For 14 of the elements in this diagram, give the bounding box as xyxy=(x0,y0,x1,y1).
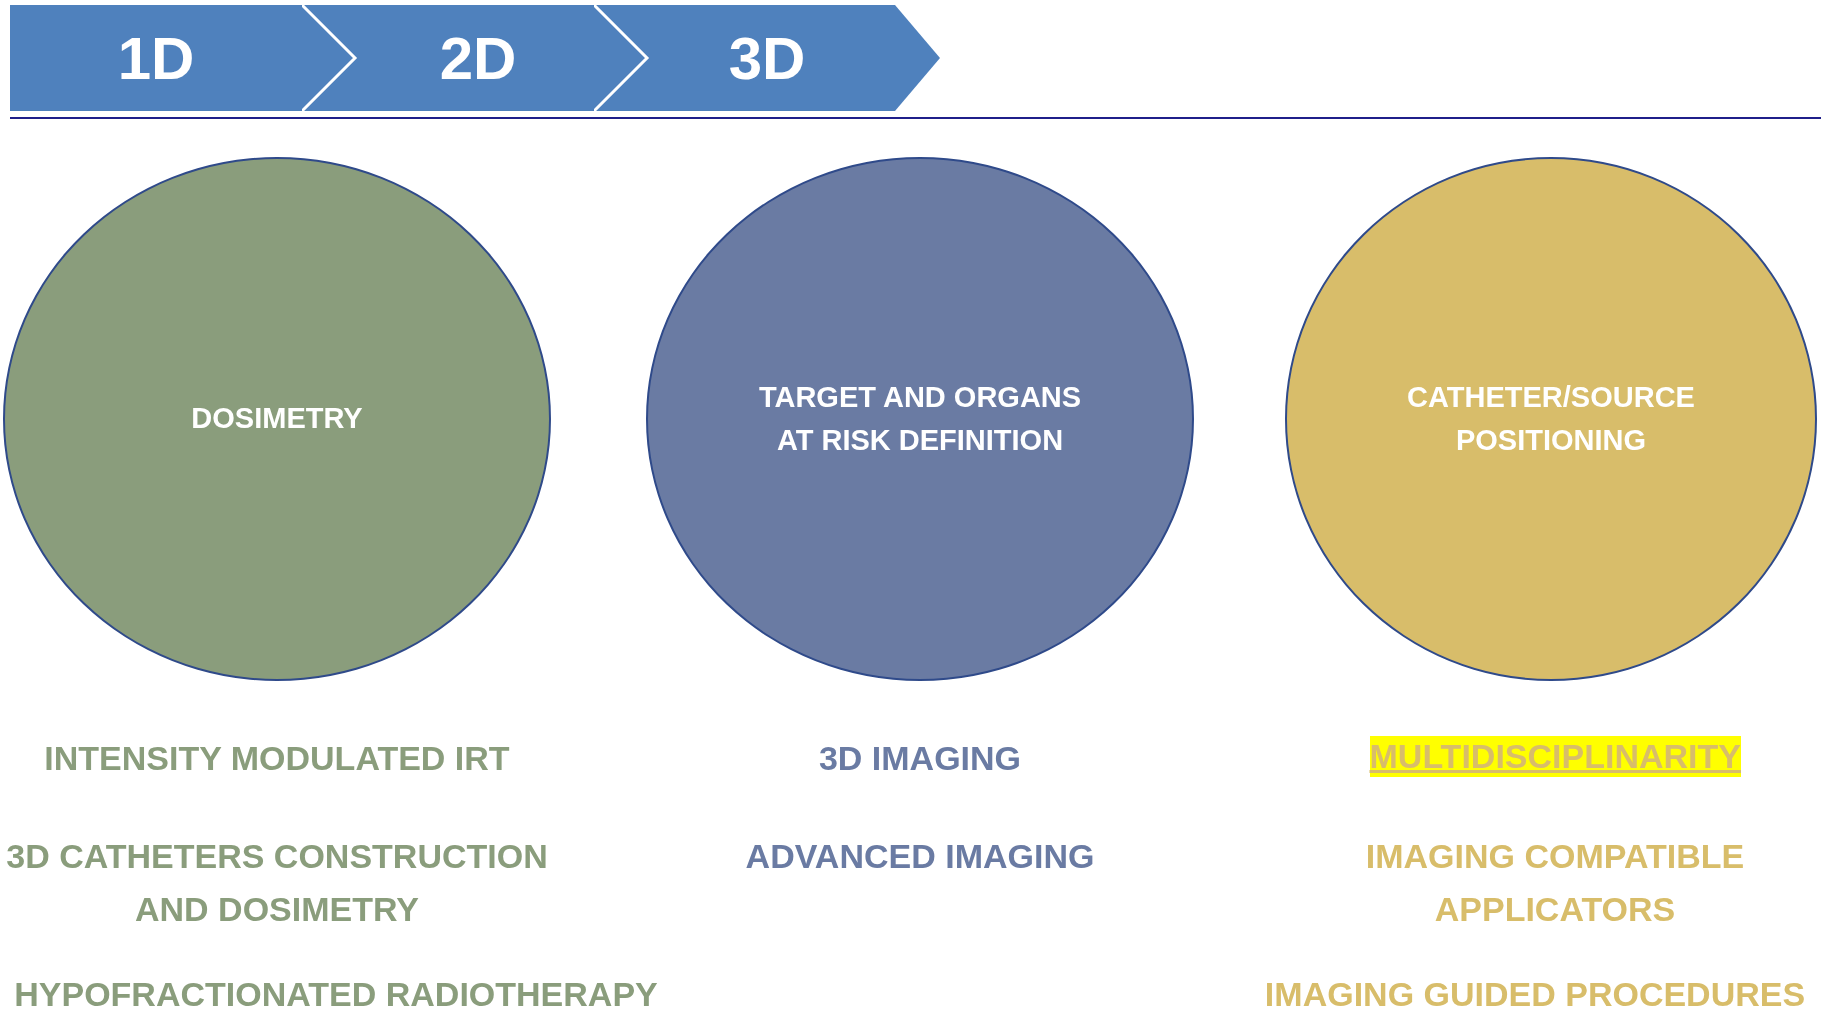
text-label: HYPOFRACTIONATED RADIOTHERAPY xyxy=(13,974,659,1015)
chevron-step: 1D xyxy=(10,5,302,111)
chevron-step: 3D xyxy=(594,5,940,111)
text-label: 3D CATHETERS CONSTRUCTION AND DOSIMETRY xyxy=(5,836,549,930)
text-label: INTENSITY MODULATED IRT xyxy=(43,738,511,779)
highlighted-label: MULTIDISCIPLINARITY xyxy=(1369,736,1741,777)
text-label: IMAGING GUIDED PROCEDURES xyxy=(1263,974,1807,1015)
text-label: 3D IMAGING xyxy=(817,738,1023,779)
text-label: IMAGING COMPATIBLE APPLICATORS xyxy=(1364,836,1746,930)
circle-node: CATHETER/SOURCE POSITIONING xyxy=(1285,157,1817,681)
text-label: ADVANCED IMAGING xyxy=(744,836,1096,877)
chevron-step: 2D xyxy=(302,5,594,111)
circle-node: DOSIMETRY xyxy=(3,157,551,681)
circle-node: TARGET AND ORGANS AT RISK DEFINITION xyxy=(646,157,1194,681)
